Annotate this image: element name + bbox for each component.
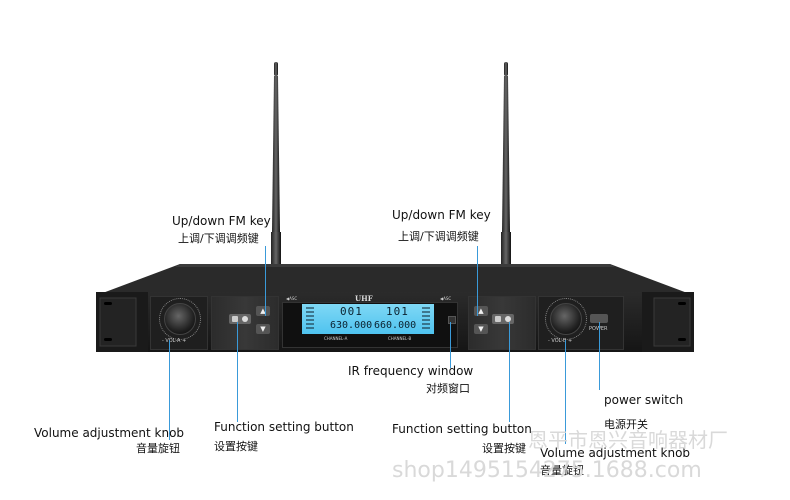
func-left-en: Function setting button [214,420,354,434]
function-button-b-icon [495,316,501,322]
func-right-cn: 设置按键 [482,442,526,455]
callout-line-func-right [509,322,510,422]
callout-line-func-left [237,322,238,422]
volume-scale-b [545,298,587,340]
antenna-left [270,62,282,274]
watermark-shop: shop1495154275.1688.com [392,458,702,483]
updown-right-cn: 上调/下调调频键 [398,230,479,243]
rack-ear-left [96,292,148,352]
rack-ear-right [642,292,694,352]
vol-b-label: - VOL-B + [548,338,573,344]
down-button-b[interactable]: ▼ [474,324,488,334]
asc-label-right: ◀ASC [440,296,452,301]
volume-scale-a [159,298,201,340]
callout-line-vol-left [169,340,170,440]
up-button-a[interactable]: ▲ [256,306,270,316]
watermark-company: 恩平市恩兴音响器材厂 [528,428,728,452]
callout-line-ir [450,322,451,368]
lcd-channel-b: 101 [386,305,409,318]
func-left-cn: 设置按键 [214,440,258,453]
power-cn: 电源开关 [604,418,648,431]
lcd-freq-a: 630.000 [330,320,373,331]
power-label: POWER [589,326,608,332]
vol-right-en: Volume adjustment knob [540,446,691,460]
func-right-en: Function setting button [392,422,532,436]
antenna-right [500,62,512,274]
vol-left-cn: 音量旋钮 [136,442,180,455]
function-button-b[interactable] [492,314,514,324]
callout-line-vol-right [565,340,566,444]
function-button-a[interactable] [229,314,251,324]
callout-line-updown-left [265,246,266,316]
ir-en: IR frequency window [348,364,474,378]
ir-window [448,316,456,324]
function-button-a-icon [232,316,238,322]
lcd-meter-a [306,307,314,331]
ir-cn: 对频窗口 [426,382,470,395]
vol-right-cn: 音量旋钮 [540,464,584,477]
down-button-a[interactable]: ▼ [256,324,270,334]
lcd-channel-a: 001 [340,305,363,318]
power-en: power switch [604,393,684,407]
lcd-meter-b [422,307,430,331]
vol-left-en: Volume adjustment knob [34,426,185,440]
up-button-b[interactable]: ▲ [474,306,488,316]
updown-right-en: Up/down FM key [392,208,491,222]
callout-line-power [599,322,600,390]
updown-left-en: Up/down FM key [172,214,271,228]
power-button[interactable] [590,314,608,323]
chassis-top [100,264,690,294]
channel-b-label: CHANNEL-B [388,336,412,341]
lcd-screen: 001 101 630.000 660.000 [302,304,434,334]
vol-a-label: - VOL-A + [162,338,187,344]
asc-label-left: ◀ASC [286,296,298,301]
brand-label: UHF [355,294,373,303]
channel-a-label: CHANNEL-A [324,336,348,341]
lcd-freq-b: 660.000 [374,320,417,331]
callout-line-updown-right [477,246,478,316]
updown-left-cn: 上调/下调调频键 [178,232,259,245]
